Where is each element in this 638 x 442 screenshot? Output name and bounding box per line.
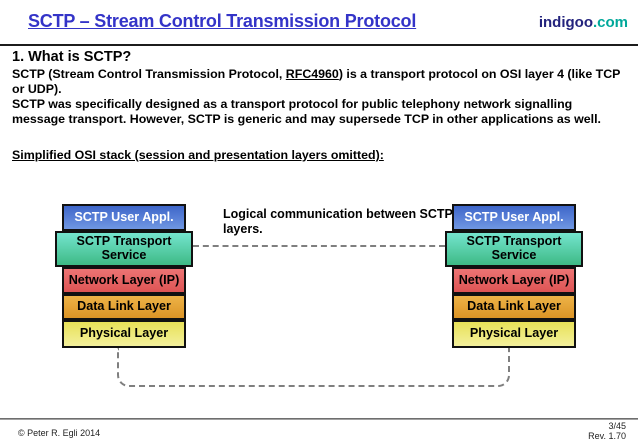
indigoo-logo: indigoo.com [539,14,628,31]
page-number: 3/45 [608,421,626,431]
osi-stack-right: SCTP User Appl. SCTP Transport Service N… [445,204,583,348]
layer-data-link: Data Link Layer [62,294,186,320]
page-info: 3/45 Rev. 1.70 [588,421,626,441]
intro-paragraph-1: SCTP (Stream Control Transmission Protoc… [12,67,628,97]
layer-sctp-user-appl: SCTP User Appl. [62,204,186,231]
osi-stack-left: SCTP User Appl. SCTP Transport Service N… [55,204,193,348]
logo-tld: .com [592,14,628,31]
layer-network-ip: Network Layer (IP) [452,267,576,294]
layer-physical: Physical Layer [452,320,576,348]
section-heading: 1. What is SCTP? [12,49,132,65]
intro-paragraph-2: SCTP was specifically designed as a tran… [12,97,601,126]
copyright: © Peter R. Egli 2014 [18,428,101,438]
layer-network-ip: Network Layer (IP) [62,267,186,294]
layer-sctp-transport-service: SCTP Transport Service [55,231,193,267]
rfc-reference: RFC4960 [285,67,339,81]
logical-link-dashed-line [193,245,445,247]
paragraph-text: ) is a transport protocol on OSI layer 4… [12,67,621,96]
physical-link-dashed-line [117,348,510,387]
content-block: 1. What is SCTP? SCTP (Stream Control Tr… [12,49,628,162]
layer-sctp-user-appl: SCTP User Appl. [452,204,576,231]
layer-physical: Physical Layer [62,320,186,348]
header-divider [0,44,638,46]
diagram-caption: Simplified OSI stack (session and presen… [12,148,384,162]
diagram-annotation: Logical communication between SCTP layer… [223,207,453,236]
footer-divider [0,418,638,420]
layer-data-link: Data Link Layer [452,294,576,320]
logo-name: indigoo [538,14,593,31]
slide-title: SCTP – Stream Control Transmission Proto… [28,11,417,31]
layer-sctp-transport-service: SCTP Transport Service [445,231,583,267]
paragraph-text: SCTP (Stream Control Transmission Protoc… [12,67,286,81]
revision: Rev. 1.70 [588,431,626,441]
